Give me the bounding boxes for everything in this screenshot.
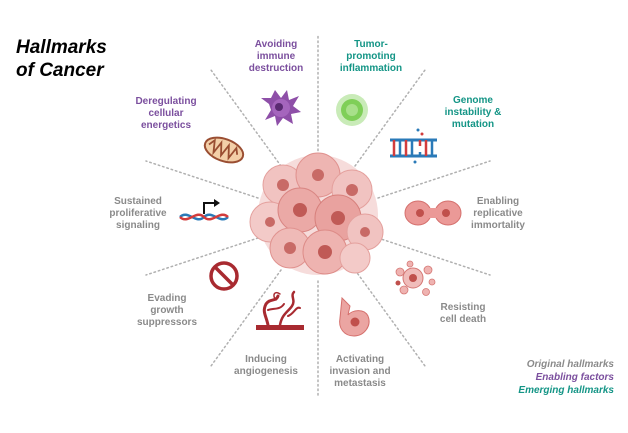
inflammation-cell-icon xyxy=(336,94,368,126)
legend-enabling: Enabling factors xyxy=(535,372,614,383)
apoptotic-cell-icon xyxy=(395,260,436,296)
label-genome-instability: Genome instability & mutation xyxy=(444,95,502,130)
blood-vessel-icon xyxy=(256,290,304,330)
legend: Original hallmarks Enabling factors Emer… xyxy=(518,358,614,397)
label-proliferative-signaling: Sustained proliferative signaling xyxy=(109,196,167,231)
divider-line xyxy=(377,160,491,199)
diagram-title: Hallmarks of Cancer xyxy=(16,36,107,82)
divider-line xyxy=(145,237,259,276)
title-line-2: of Cancer xyxy=(16,60,104,81)
label-avoiding-immune-destruction: Avoiding immune destruction xyxy=(248,39,304,74)
divider-line xyxy=(210,69,282,167)
dividing-cell-icon xyxy=(404,200,462,226)
title-line-1: Hallmarks xyxy=(16,37,107,58)
label-evading-growth-suppressors: Evading growth suppressors xyxy=(136,293,198,328)
mitochondrion-icon xyxy=(203,136,245,164)
label-tumor-promoting-inflammation: Tumor- promoting inflammation xyxy=(339,39,403,74)
divider-line xyxy=(145,160,259,199)
tumor-cluster-icon xyxy=(249,152,384,275)
label-cellular-energetics: Deregulating cellular energetics xyxy=(135,96,197,131)
divider-line xyxy=(354,69,426,167)
migrating-cell-icon xyxy=(339,296,370,337)
dna-mutation-icon xyxy=(390,128,437,164)
legend-emerging: Emerging hallmarks xyxy=(518,385,614,396)
prohibited-icon xyxy=(209,261,239,291)
label-resisting-cell-death: Resisting cell death xyxy=(439,302,487,325)
divider-line xyxy=(210,269,282,367)
label-replicative-immortality: Enabling replicative immortality xyxy=(471,196,525,231)
divider-line xyxy=(354,269,426,367)
divider-lines xyxy=(145,34,491,399)
gene-promoter-icon xyxy=(179,199,229,221)
label-inducing-angiogenesis: Inducing angiogenesis xyxy=(234,354,298,377)
divider-line xyxy=(377,237,491,276)
label-invasion-metastasis: Activating invasion and metastasis xyxy=(329,354,391,389)
legend-original: Original hallmarks xyxy=(526,359,614,370)
immune-cell-icon xyxy=(261,90,301,126)
